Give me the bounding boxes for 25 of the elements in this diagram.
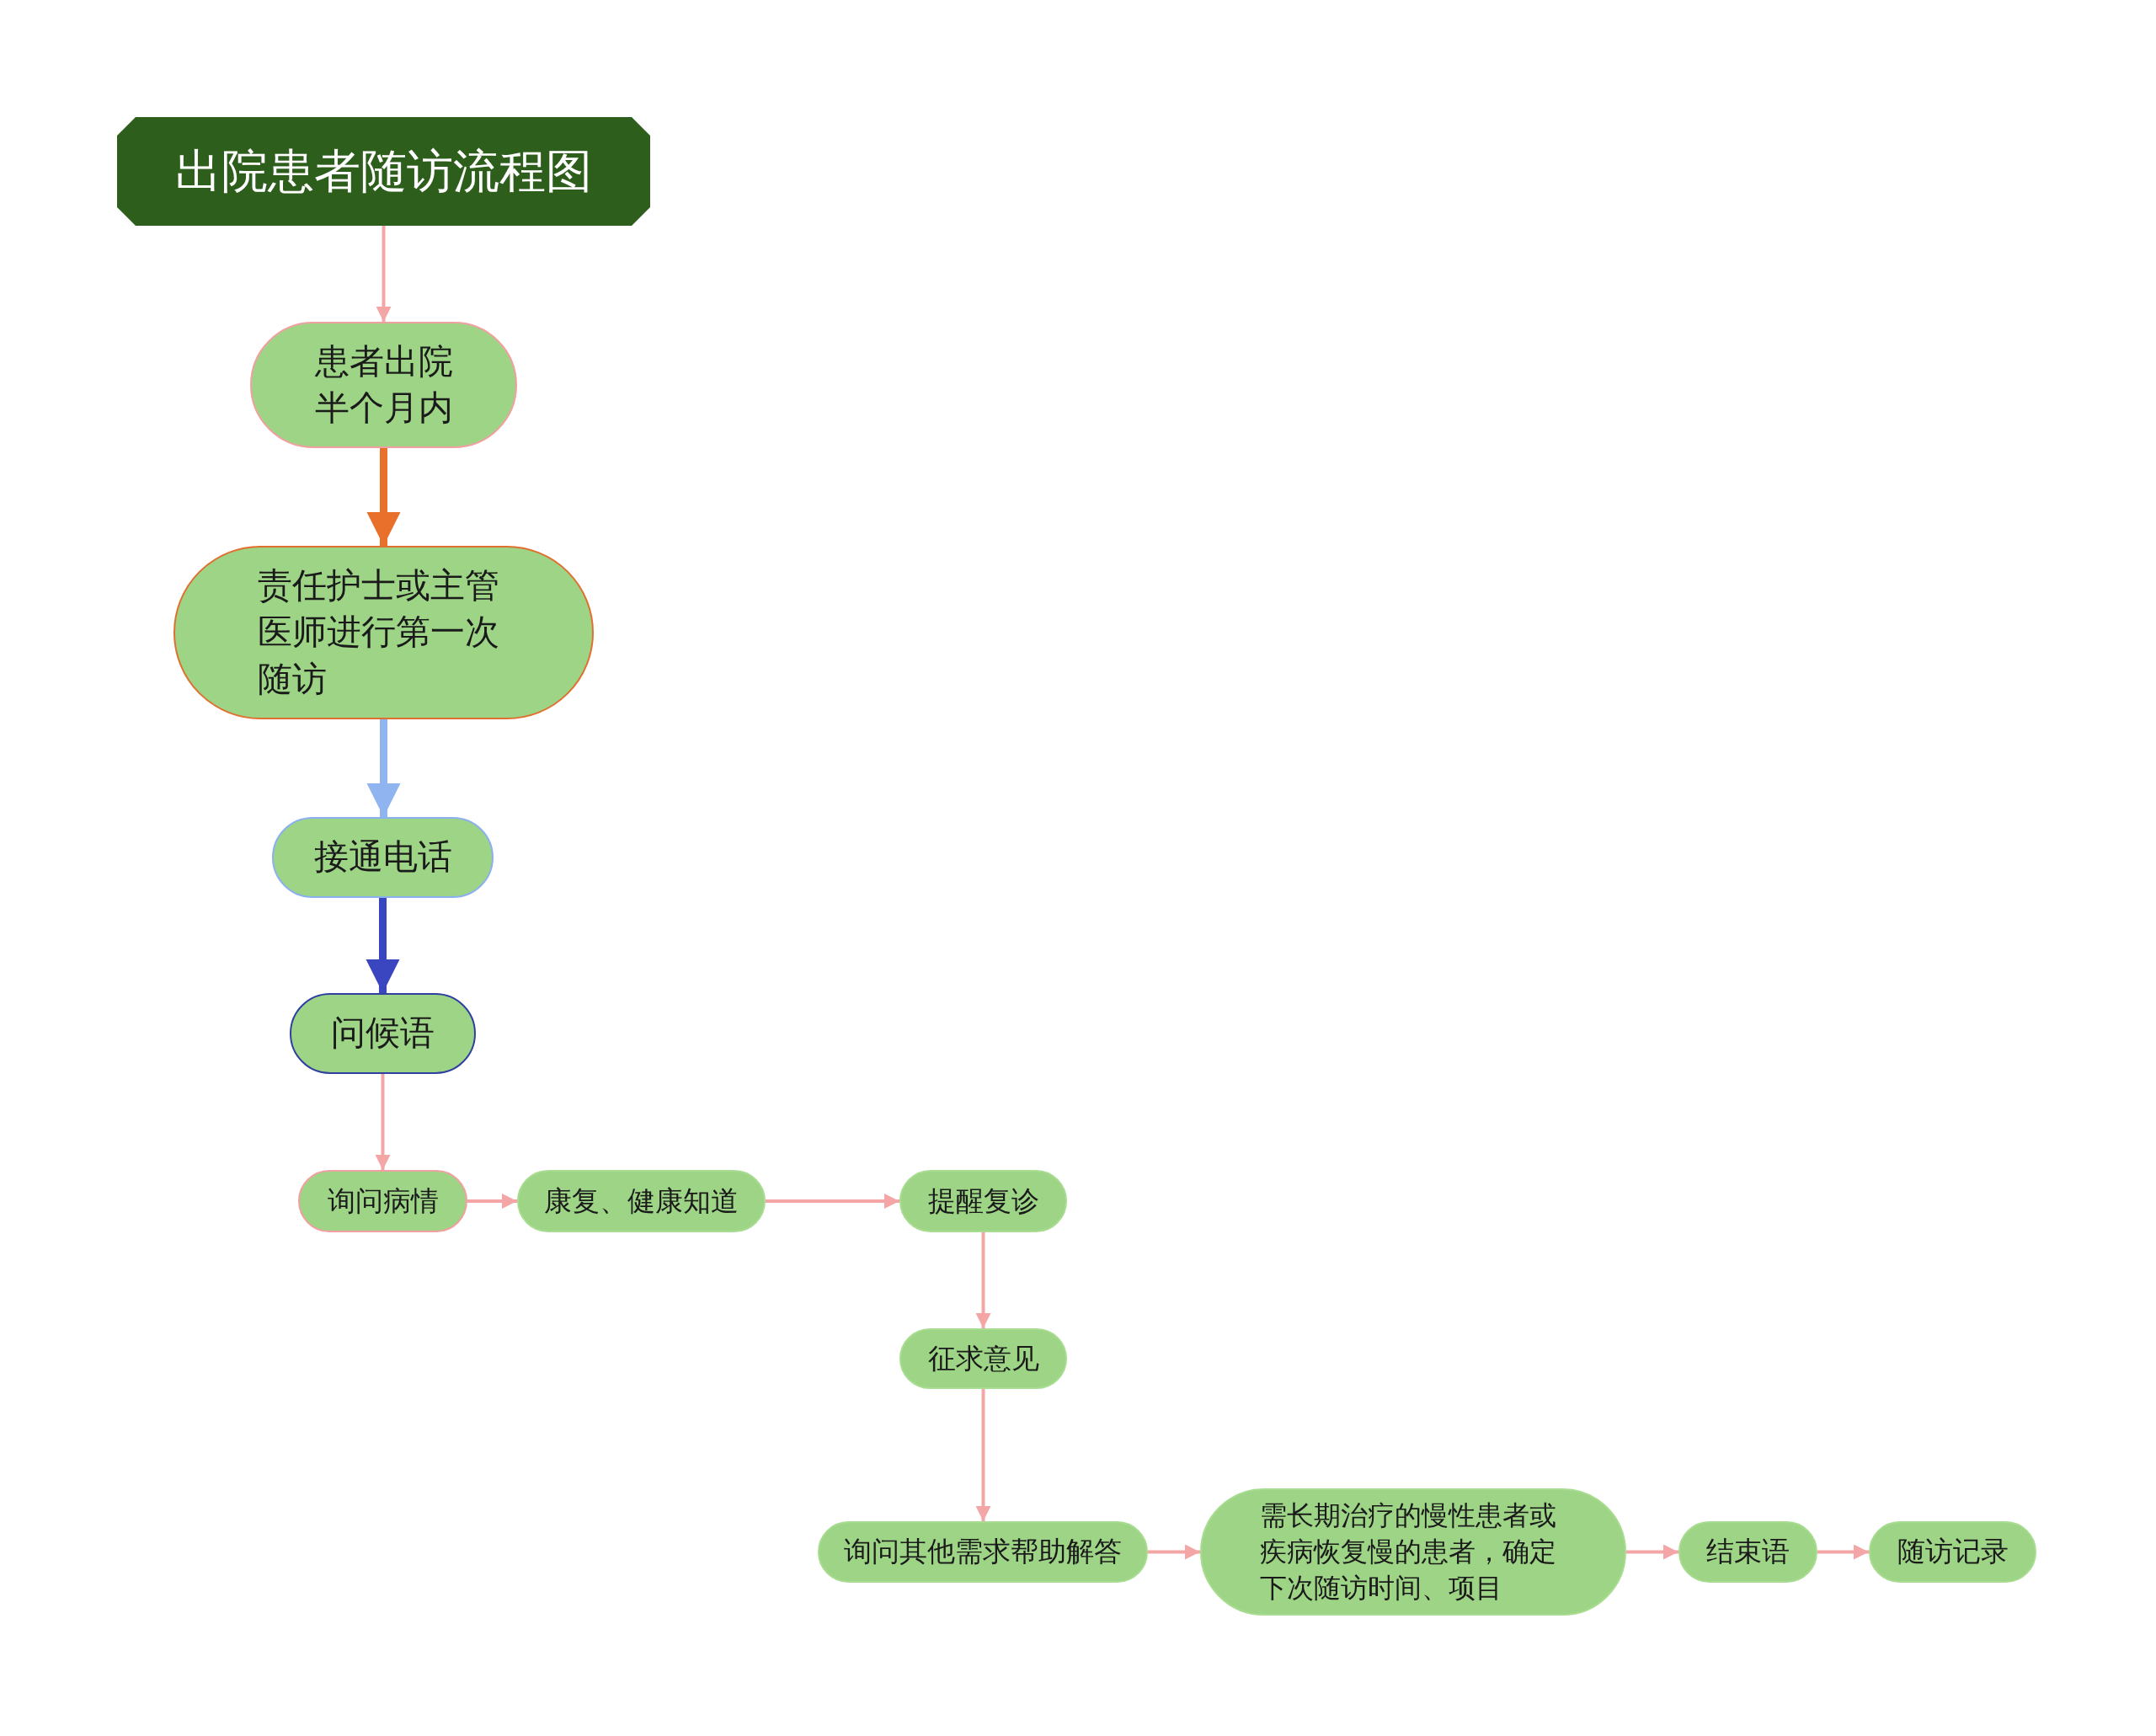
- node-text: 问候语: [331, 1012, 435, 1055]
- arrow: [366, 898, 400, 993]
- arrow: [467, 1194, 517, 1209]
- node-text: 提醒复诊: [927, 1183, 1039, 1219]
- node-text: 患者出院半个月内: [313, 339, 454, 430]
- node-text: 征求意见: [927, 1340, 1039, 1376]
- arrow: [1817, 1544, 1869, 1560]
- arrow: [766, 1194, 899, 1209]
- arrow: [375, 1074, 391, 1170]
- node-text: 结束语: [1706, 1534, 1790, 1570]
- arrow: [975, 1232, 991, 1328]
- node-text: 随访记录: [1897, 1534, 2009, 1570]
- arrow: [975, 1389, 991, 1521]
- arrow: [366, 448, 401, 546]
- arrow: [1148, 1544, 1200, 1560]
- node-text: 接通电话: [313, 836, 452, 879]
- arrow: [366, 719, 401, 817]
- title-text: 出院患者随访流程图: [175, 142, 592, 200]
- node-text: 需长期治疗的慢性患者或疾病恢复慢的患者，确定下次随访时间、项目: [1259, 1498, 1557, 1606]
- node-text: 询问其他需求帮助解答: [844, 1534, 1122, 1570]
- arrow: [1626, 1544, 1678, 1560]
- node-text: 康复、健康知道: [544, 1183, 739, 1219]
- node-text: 询问病情: [327, 1183, 439, 1219]
- node-text: 责任护士或主管医师进行第一次随访: [257, 564, 500, 701]
- arrow: [376, 226, 392, 322]
